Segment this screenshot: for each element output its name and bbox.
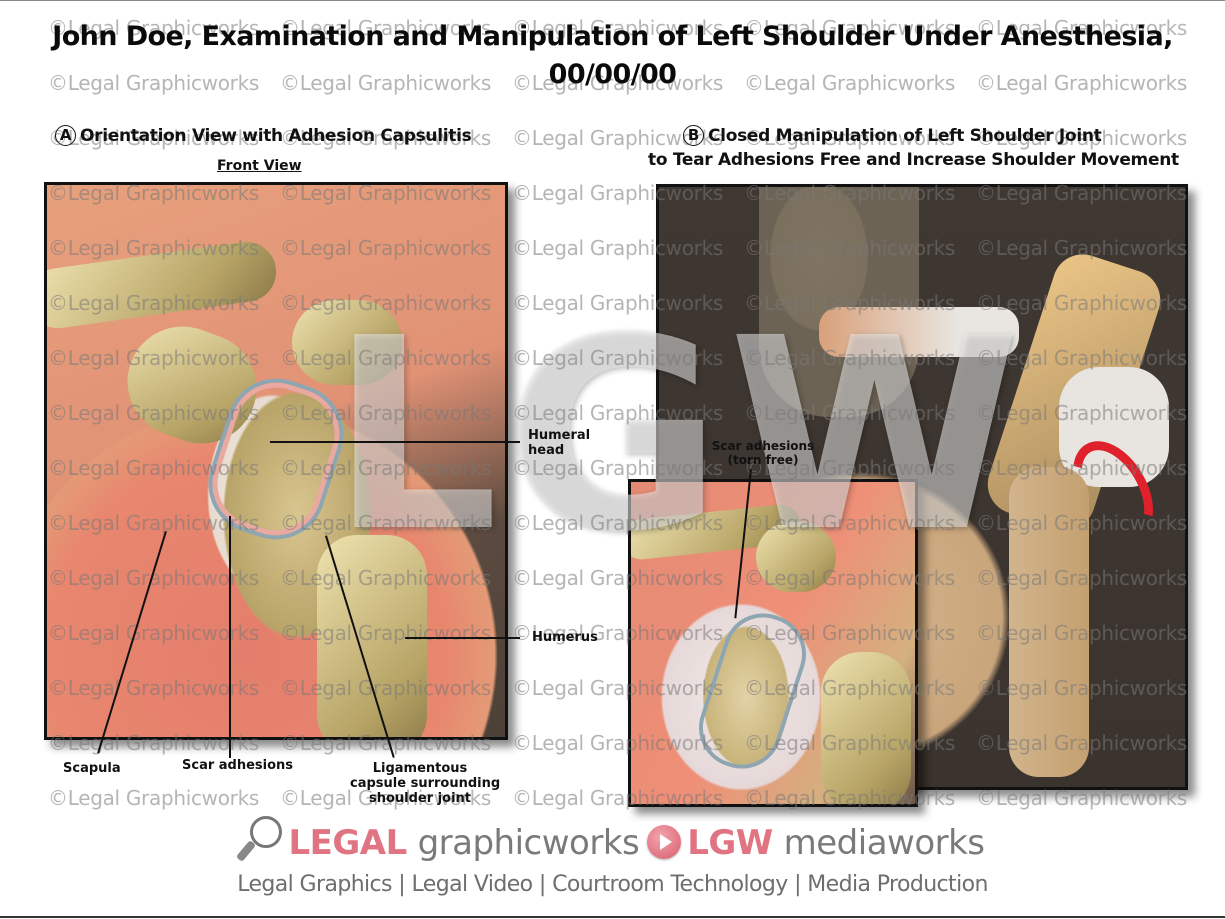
glove-hand-shape bbox=[1059, 367, 1169, 487]
watermark-text: ©Legal Graphicworks bbox=[48, 786, 259, 810]
patient-head-shape bbox=[759, 187, 919, 417]
logo-lgw: LGW bbox=[687, 823, 773, 863]
label-ligamentous-capsule: Ligamentous capsule surrounding shoulder… bbox=[350, 761, 501, 806]
inset-acromion-shape bbox=[756, 522, 836, 592]
inset-capsule-outline bbox=[688, 603, 817, 779]
upper-arm-shape bbox=[1009, 467, 1089, 777]
play-icon bbox=[647, 825, 682, 859]
inset-humerus-shape bbox=[821, 652, 911, 804]
label-ligamentous-line1: Ligamentous bbox=[372, 761, 468, 776]
arm-glove-shape bbox=[819, 307, 1019, 357]
logo-graphicworks: graphicworks bbox=[417, 823, 640, 863]
shoulder-anatomy-illustration bbox=[44, 182, 508, 740]
adhesions-torn-inset bbox=[628, 479, 918, 807]
logo-mediaworks: mediaworks bbox=[783, 823, 985, 863]
panel-b-marker: B bbox=[683, 125, 704, 146]
label-humeral-head: Humeral head bbox=[528, 428, 590, 458]
logo-legal: LEGAL bbox=[288, 823, 407, 863]
label-ligamentous-line2: capsule surrounding bbox=[350, 776, 501, 791]
footer-tagline: Legal Graphics | Legal Video | Courtroom… bbox=[237, 872, 988, 897]
panel-b-heading-line2: to Tear Adhesions Free and Increase Shou… bbox=[648, 150, 1179, 170]
label-scapula: Scapula bbox=[63, 761, 121, 776]
bottom-divider bbox=[0, 916, 1225, 918]
label-ligamentous-line3: shoulder joint bbox=[368, 791, 471, 806]
leader-scar-adhesions bbox=[229, 516, 231, 758]
panel-a-marker: A bbox=[55, 125, 76, 146]
label-torn-line1: Scar adhesions bbox=[711, 439, 815, 453]
page-date: 00/00/00 bbox=[548, 59, 677, 90]
label-torn-line2: (torn free) bbox=[727, 453, 799, 467]
leader-humeral-head bbox=[270, 441, 520, 443]
label-scar-adhesions-torn: Scar adhesions (torn free) bbox=[698, 439, 828, 467]
label-humeral-head-line1: Humeral bbox=[528, 428, 591, 443]
magnifier-icon bbox=[236, 814, 283, 862]
footer-logo: LEGAL graphicworks LGW mediaworks bbox=[0, 814, 1225, 863]
panel-a-subheading: Front View bbox=[217, 158, 302, 174]
manipulation-illustration bbox=[656, 184, 1188, 790]
label-humerus: Humerus bbox=[532, 630, 598, 645]
label-scar-adhesions: Scar adhesions bbox=[182, 758, 294, 773]
panel-a-heading-text: Orientation View with Adhesion Capsuliti… bbox=[80, 126, 472, 146]
clavicle-shape bbox=[47, 237, 280, 333]
leader-humerus bbox=[405, 637, 520, 639]
label-humeral-head-line2: head bbox=[528, 443, 565, 458]
acromion-shape bbox=[292, 300, 402, 385]
page-title: John Doe, Examination and Manipulation o… bbox=[52, 21, 1173, 52]
panel-b-heading-text: Closed Manipulation of Left Shoulder Joi… bbox=[708, 126, 1102, 146]
